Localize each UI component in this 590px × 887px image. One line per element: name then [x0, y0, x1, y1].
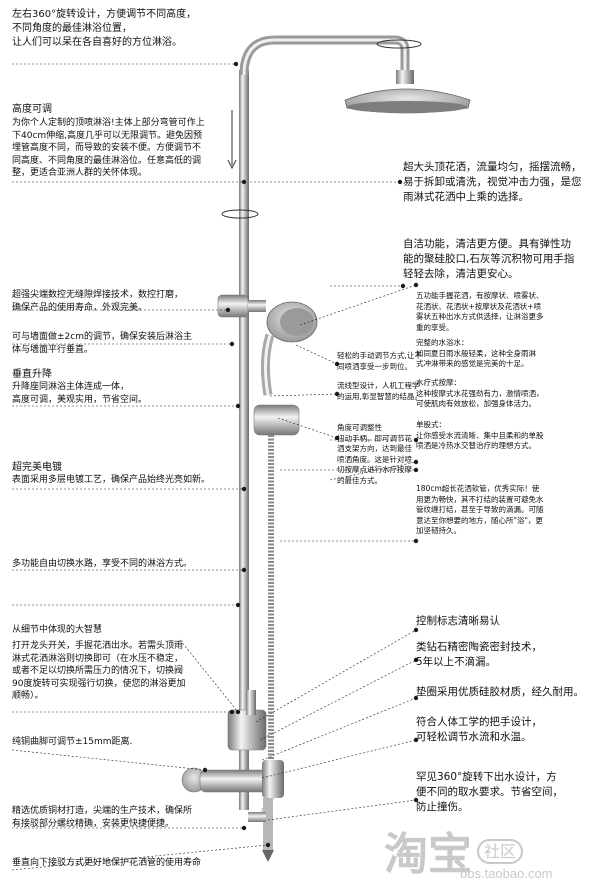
gasket-text: 垫圈采用优质硅胶材质，经久耐用。 [416, 686, 584, 698]
leader-line [267, 799, 417, 821]
light-adjust-text: 轻松的手动调节方式,让不 同喷洒享受一步到位。 [337, 351, 422, 371]
leader-dot [241, 486, 247, 492]
full-rain-text: 完整的水浴水： 如同夏日雨水般轻柔，这种全身雨淋 式冲淋带来的感觉是完美的十足。 [416, 338, 536, 368]
main-riser-pipe [239, 70, 249, 810]
leader-dot [397, 179, 403, 185]
leader-line [259, 659, 417, 741]
hose [260, 435, 274, 815]
angle-adjust-text: 角度可调整性 扭动手柄，即可调节花 洒支架方向，达到最佳 喷洒角度。这是针对喷 … [337, 423, 412, 485]
taobao-watermark: 淘宝 社区 [384, 818, 524, 882]
mixer-valve [181, 690, 284, 862]
bottom-connection-text: 垂直向下接驳方式更好地保护花洒管的使用寿命 [12, 858, 202, 868]
leader-line [295, 344, 338, 365]
single-stream-text: 单股式： 让你感受水流清晰、集中且柔和的单股 喷洒是冷热水交替治疗的理想方式。 [416, 420, 544, 450]
watermark-badge: 社区 [477, 839, 524, 864]
annotation-dots [202, 61, 419, 848]
leader-dot [334, 435, 340, 441]
height-title: 高度可调 [12, 104, 52, 115]
leader-line [329, 461, 417, 481]
leader-dot [202, 767, 208, 773]
water-switch-text: 多功能自由切换水路，享受不同的淋浴方式。 [12, 559, 193, 569]
brass-material-text: 精选优质铜材打造，尖端的生产技术，确保所 有接驳部分螺纹精确，安装更快捷便捷。 [12, 806, 193, 829]
leader-dot [413, 459, 419, 465]
hose-text: 180cm超长花洒软管，优秀实际！使 用更为畅快，其不打结的装置可避免水 管纹缠… [416, 484, 544, 535]
welding-text: 超强尖端数控无缝隙焊接技术，数控打磨， 确保产品的使用寿命，外观完美。 [12, 290, 184, 313]
plating-title: 超完美电镀 [12, 462, 62, 473]
spout-text: 罕见360°旋转下出水设计，方 便不同的取水要求。节省空间， 防止撞伤。 [416, 771, 563, 813]
leader-dot [413, 657, 419, 663]
leader-dot [265, 842, 271, 848]
leader-dot [241, 567, 247, 573]
wall-adjust-text: 可与墙面做±2cm的调节，确保安装后淋浴主 体与墙面平行垂直。 [12, 332, 192, 355]
leader-dot [413, 695, 419, 701]
top-spray-text: 超大头顶花洒，流量均匀，摇摆流畅， 易于拆卸或清洗，视觉冲击力强，是您 雨淋式花… [403, 161, 582, 203]
rotation-arrow-icon [221, 39, 422, 219]
leader-dot [241, 825, 247, 831]
annotation-leader-lines [11, 63, 417, 871]
leader-dot [225, 307, 231, 313]
height-arrow-icon [227, 110, 237, 170]
leader-dot [413, 538, 419, 544]
five-function-text: 五功能手握花洒，有按摩状、喷雾状、 花洒状、花洒状+按摩状及花洒状+喷 雾状五种… [416, 291, 544, 332]
leader-line [11, 749, 206, 771]
vertical-lift-description: 升降座同淋浴主体连成一体， 高度可调，美观实用，节省空间。 [12, 382, 148, 405]
control-mark-text: 控制标志清晰易认 [416, 615, 500, 627]
leader-line [261, 697, 417, 761]
detail-description: 打开龙头开关，手握花洒出水。若需头顶雨 淋式花洒淋浴则切换即可（在水压不稳定， … [12, 641, 186, 701]
plating-description: 表面采用多层电镀工艺，确保产品始终光亮如新。 [12, 475, 211, 485]
leader-line [269, 393, 338, 397]
self-clean-text: 自洁功能，清洁更方便。具有弹性功 能的聚硅胶口,石灰等沉积物可用手指 轻轻去除，… [403, 238, 575, 280]
leader-line [261, 739, 417, 779]
overhead-shower-head [344, 70, 471, 114]
ergonomic-text: 流线型设计，人机工程学 的运用,彰显智慧的结晶。 [337, 381, 422, 401]
leader-dot [400, 283, 406, 289]
leader-dot [235, 602, 241, 608]
leader-line [255, 629, 417, 723]
leader-dot [235, 403, 241, 409]
leader-dot [241, 179, 247, 185]
massage-text: 水疗式按摩： 这种按摩式水花强劲有力，激情喷洒， 可使肌肉有效放松，加强身体活力… [416, 378, 544, 408]
leader-dot [413, 797, 419, 803]
wall-bracket [217, 294, 266, 318]
copper-foot-text: 纯铜曲脚可调节±15mm距离. [12, 737, 133, 747]
watermark-brand: 淘宝 [384, 829, 472, 880]
leader-dot [229, 709, 235, 715]
handle-text: 符合人体工学的把手设计， 可轻松调节水流和水温。 [416, 716, 542, 743]
leader-dot [334, 361, 340, 367]
leader-line [179, 639, 239, 713]
ceramic-seal-text: 类钻石精密陶瓷密封技术， 5年以上不滴漏。 [416, 641, 542, 668]
hand-shower [260, 301, 318, 396]
leader-dot [233, 61, 239, 67]
leader-dot [235, 709, 241, 715]
top-arm [239, 35, 410, 76]
leader-line [11, 844, 269, 871]
leader-dot [229, 341, 235, 347]
rotate-360-text: 左右360°旋转设计，方便调节不同高度， 不同角度的最佳淋浴位置， 让人们可以呆… [12, 9, 197, 48]
leader-line [299, 284, 417, 326]
leader-dot [413, 737, 419, 743]
watermark-url: bbs.taobao.com [460, 866, 553, 881]
slide-bar [253, 404, 300, 436]
leader-dot [334, 391, 340, 397]
leader-dot [413, 282, 419, 288]
height-description: 为你个人定制的顶喷淋浴!主体上部分弯管可作上 下40cm伸缩,高度几乎可以无限调… [12, 118, 205, 178]
detail-title: 从细节中体现的大智慧 [12, 625, 103, 635]
leader-dot [413, 467, 419, 473]
leader-dot [413, 627, 419, 633]
leader-dot [413, 437, 419, 443]
vertical-lift-title: 垂直升降 [12, 369, 52, 380]
